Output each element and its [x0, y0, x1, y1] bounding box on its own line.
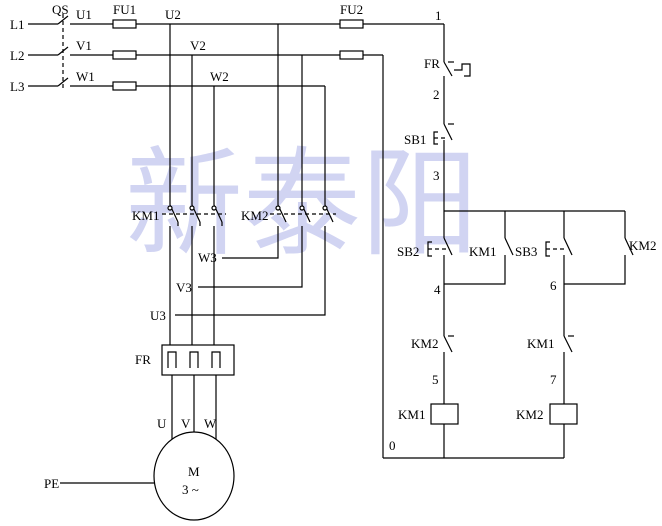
label-FU1: FU1 [113, 2, 136, 17]
label-KM2-nc: KM2 [411, 336, 438, 351]
km2-contact-dot-3 [322, 205, 328, 211]
fr-thermal-actuator [454, 63, 471, 77]
motor-symbol [153, 431, 235, 521]
km1-coil [430, 403, 459, 425]
label-node-2: 2 [433, 87, 440, 102]
control-circuit [383, 24, 634, 459]
label-FU2: FU2 [340, 2, 363, 17]
label-SB1: SB1 [404, 132, 426, 147]
label-L2: L2 [10, 48, 24, 63]
label-SB3: SB3 [515, 244, 537, 259]
label-KM1-main: KM1 [132, 208, 159, 223]
label-node-0: 0 [389, 438, 396, 453]
km2-coil [549, 403, 578, 425]
label-node-6: 6 [550, 278, 557, 293]
km1-contact-dot-1 [167, 205, 173, 211]
label-W1: W1 [76, 69, 95, 84]
labels: L1 L2 L3 QS U1 V1 W1 FU1 U2 V2 W2 FU2 KM… [10, 2, 656, 497]
label-V1: V1 [76, 38, 92, 53]
label-U2: U2 [165, 7, 181, 22]
label-V2: V2 [190, 38, 206, 53]
main-circuit [28, 14, 444, 521]
fr-element-2 [189, 351, 199, 368]
label-U1: U1 [76, 7, 92, 22]
label-SB2: SB2 [397, 244, 419, 259]
fuse-fu2-b [339, 50, 364, 60]
label-V3: V3 [176, 280, 192, 295]
sb2-contact [443, 237, 453, 256]
qs-blade-1 [57, 15, 69, 25]
km2-nc-contact [443, 335, 453, 353]
label-M: M [188, 464, 200, 479]
label-node-4: 4 [434, 282, 441, 297]
label-W2: W2 [210, 69, 229, 84]
label-node-3: 3 [433, 168, 440, 183]
label-M3: 3 ~ [182, 482, 199, 497]
label-KM1-coil: KM1 [398, 407, 425, 422]
wire-W3 [222, 226, 279, 259]
label-KM1-nc: KM1 [527, 336, 554, 351]
label-FR-main: FR [135, 352, 151, 367]
km1-hold-contact [504, 237, 514, 256]
fr-element-1 [167, 351, 177, 368]
qs-blade-3 [57, 77, 69, 87]
label-FR-ctrl: FR [424, 56, 440, 71]
fuse-fu1-c [112, 81, 137, 91]
km1-contact-dot-3 [211, 205, 217, 211]
fr-nc-contact [443, 61, 453, 77]
label-KM2-aux: KM2 [629, 238, 656, 253]
km2-contact-dot-1 [275, 205, 281, 211]
km2-contact-dot-2 [299, 205, 305, 211]
km2-hold-contact [624, 237, 634, 256]
fuse-fu2-a [339, 19, 364, 29]
label-PE: PE [44, 476, 59, 491]
km2-hold-return [564, 255, 626, 285]
sb1-contact [443, 123, 453, 141]
label-W3: W3 [198, 250, 217, 265]
km1-hold-return [444, 255, 506, 285]
wire-U3 [175, 226, 326, 316]
label-W: W [204, 416, 217, 431]
label-L1: L1 [10, 17, 24, 32]
label-node-1: 1 [435, 8, 442, 23]
km1-contact-dot-2 [189, 205, 195, 211]
label-V: V [181, 416, 191, 431]
label-KM2-main: KM2 [241, 208, 268, 223]
label-KM2-coil: KM2 [516, 407, 543, 422]
label-QS: QS [52, 2, 69, 17]
fuse-fu1-b [112, 50, 137, 60]
label-L3: L3 [10, 79, 24, 94]
fr-element-3 [211, 351, 221, 368]
label-node-7: 7 [550, 372, 557, 387]
label-U3: U3 [150, 308, 166, 323]
km1-nc-contact [563, 335, 573, 353]
wire-V3 [198, 226, 303, 288]
label-KM1-aux: KM1 [469, 244, 496, 259]
label-node-5: 5 [432, 372, 439, 387]
sb3-contact [563, 237, 573, 256]
label-U: U [157, 416, 167, 431]
fuse-fu1-a [112, 19, 137, 29]
